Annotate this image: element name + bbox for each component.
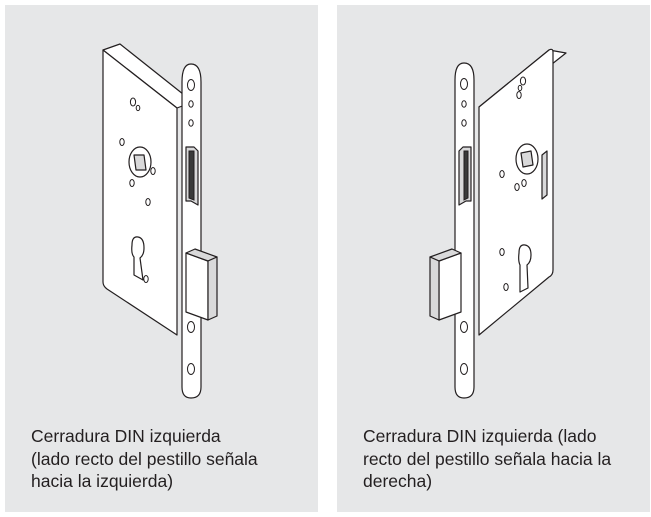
screw-hole-icon <box>187 79 195 91</box>
panel-left-lock: Cerradura DIN izquierda(lado recto del p… <box>5 5 318 512</box>
case-hole-icon <box>143 275 149 283</box>
cylinder-keyhole-icon <box>131 236 145 281</box>
case-hole-icon <box>150 167 156 175</box>
faceplate <box>181 63 202 399</box>
caption-left-line-2: (lado recto del pestillo señala <box>31 448 258 469</box>
case-hole-icon <box>499 170 505 178</box>
deadbolt-front <box>438 252 462 321</box>
caption-left-line-1: Cerradura DIN izquierda <box>31 426 221 446</box>
case-side-notch <box>541 150 548 200</box>
deadbolt-side <box>207 256 218 321</box>
cylinder-keyhole-icon <box>518 244 532 293</box>
case-hole-icon <box>499 248 505 256</box>
screw-hole-icon <box>188 119 194 127</box>
deadbolt-front <box>185 252 209 321</box>
screw-hole-icon <box>461 100 467 108</box>
latch-bolt-face <box>188 150 195 201</box>
case-hole-icon <box>517 84 523 92</box>
case-hole-icon <box>521 179 527 187</box>
case-hole-icon <box>514 183 520 191</box>
faceplate <box>454 62 475 399</box>
lock-case-body <box>478 48 554 336</box>
case-hole-icon <box>503 283 509 291</box>
screw-hole-icon <box>460 321 468 333</box>
lock-illustration-left <box>102 43 218 399</box>
screw-hole-icon <box>187 363 195 375</box>
caption-right-line-1: Cerradura DIN izquierda (lado <box>363 426 597 446</box>
case-hole-icon <box>129 97 137 107</box>
case-hole-icon <box>129 179 135 187</box>
case-hole-icon <box>516 91 522 99</box>
deadbolt-side <box>429 256 440 321</box>
screw-hole-icon <box>188 100 194 108</box>
case-hole-icon <box>519 76 527 86</box>
case-hole-icon <box>135 104 141 112</box>
caption-left-line-3: hacia la izquierda) <box>31 471 174 491</box>
caption-right-line-2: recto del pestillo señala hacia la <box>363 448 612 469</box>
caption-left: Cerradura DIN izquierda(lado recto del p… <box>31 425 311 493</box>
screw-hole-icon <box>460 363 468 375</box>
screw-hole-icon <box>461 119 467 127</box>
screw-hole-icon <box>460 78 468 90</box>
lock-illustration-right <box>429 48 567 399</box>
screw-hole-icon <box>187 321 195 333</box>
caption-right-line-3: derecha) <box>363 471 433 491</box>
case-hole-icon <box>145 198 151 206</box>
latch-bolt-face <box>463 150 469 201</box>
lock-case-body <box>102 49 178 336</box>
spindle-square-icon <box>133 154 147 171</box>
case-hole-icon <box>119 138 125 146</box>
spindle-square-icon <box>520 150 534 168</box>
